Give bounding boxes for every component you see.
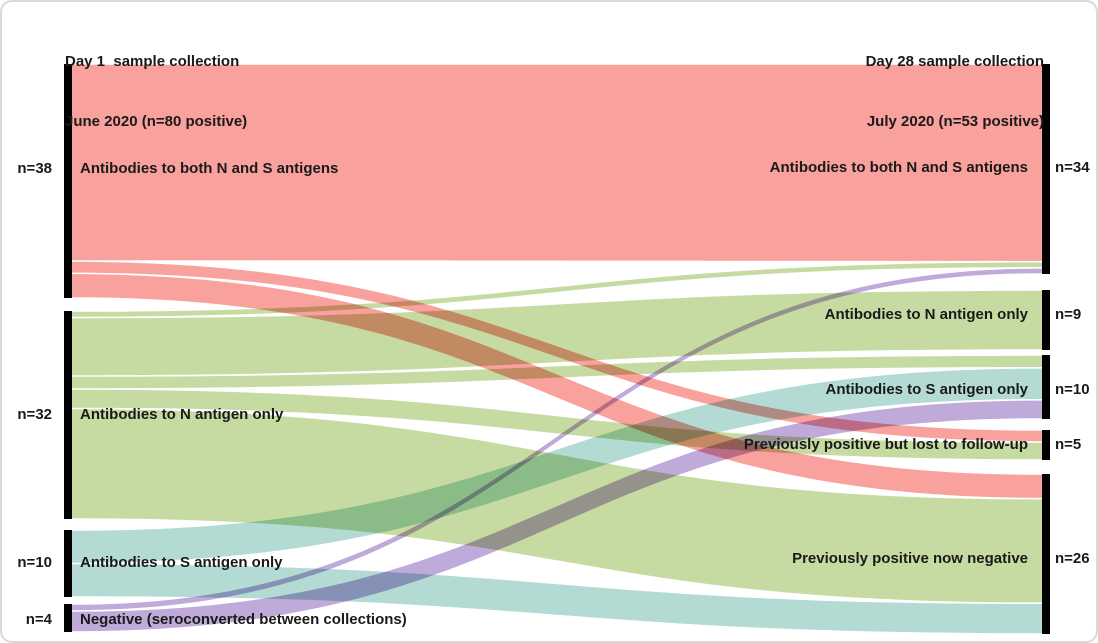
node-count-d28_both: n=34	[1055, 159, 1090, 176]
node-count-d1_n: n=32	[17, 406, 52, 423]
node-bar-d1_both	[64, 64, 72, 298]
node-count-d28_s: n=10	[1055, 381, 1090, 398]
flow-d1_both-to-d28_negnow	[72, 274, 1042, 498]
node-bar-d28_lost	[1042, 430, 1050, 460]
left-column-header: Day 1 sample collection June 2020 (n=80 …	[65, 12, 247, 172]
node-bar-d1_neg	[64, 604, 72, 632]
node-label-d1_both: Antibodies to both N and S antigens	[80, 160, 339, 177]
node-label-d28_n: Antibodies to N antigen only	[824, 306, 1028, 323]
node-label-d28_negnow: Previously positive now negative	[792, 550, 1028, 567]
flow-d1_neg-to-d28_s	[72, 400, 1042, 632]
flow-d1_n-to-d28_both	[72, 262, 1042, 317]
node-label-d1_s: Antibodies to S antigen only	[80, 554, 283, 571]
left-header-line2: June 2020 (n=80 positive)	[65, 113, 248, 130]
node-count-d28_n: n=9	[1055, 306, 1082, 323]
node-label-d28_both: Antibodies to both N and S antigens	[769, 159, 1028, 176]
node-label-d1_neg: Negative (seroconverted between collecti…	[80, 611, 407, 628]
flow-d1_s-to-d28_s	[72, 368, 1042, 563]
node-bar-d1_s	[64, 530, 72, 597]
right-header-line2: July 2020 (n=53 positive)	[866, 113, 1044, 130]
node-bar-d28_s	[1042, 355, 1050, 419]
node-count-d1_s: n=10	[17, 554, 52, 571]
flow-d1_both-to-d28_both	[72, 64, 1042, 261]
right-header-line1: Day 28 sample collection	[865, 53, 1044, 70]
flow-d1_n-to-d28_s	[72, 355, 1042, 389]
node-bar-d28_n	[1042, 290, 1050, 350]
node-label-d28_lost: Previously positive but lost to follow-u…	[743, 436, 1028, 453]
node-bar-d1_n	[64, 311, 72, 519]
flow-d1_s-to-d28_negnow	[72, 564, 1042, 634]
flow-d1_n-to-d28_n	[72, 290, 1042, 376]
flow-d1_n-to-d28_lost	[72, 389, 1042, 460]
node-bar-d28_both	[1042, 64, 1050, 274]
flow-d1_neg-to-d28_both	[72, 268, 1042, 611]
node-count-d1_neg: n=4	[25, 611, 52, 628]
node-count-d28_lost: n=5	[1055, 436, 1082, 453]
node-label-d1_n: Antibodies to N antigen only	[80, 406, 284, 423]
node-count-d1_both: n=38	[17, 160, 52, 177]
node-bar-d28_negnow	[1042, 474, 1050, 634]
left-header-line1: Day 1 sample collection	[65, 53, 240, 70]
node-count-d28_negnow: n=26	[1055, 550, 1090, 567]
flow-d1_n-to-d28_negnow	[72, 409, 1042, 603]
node-label-d28_s: Antibodies to S antigen only	[825, 381, 1029, 398]
right-column-header: Day 28 sample collection July 2020 (n=53…	[866, 12, 1044, 172]
